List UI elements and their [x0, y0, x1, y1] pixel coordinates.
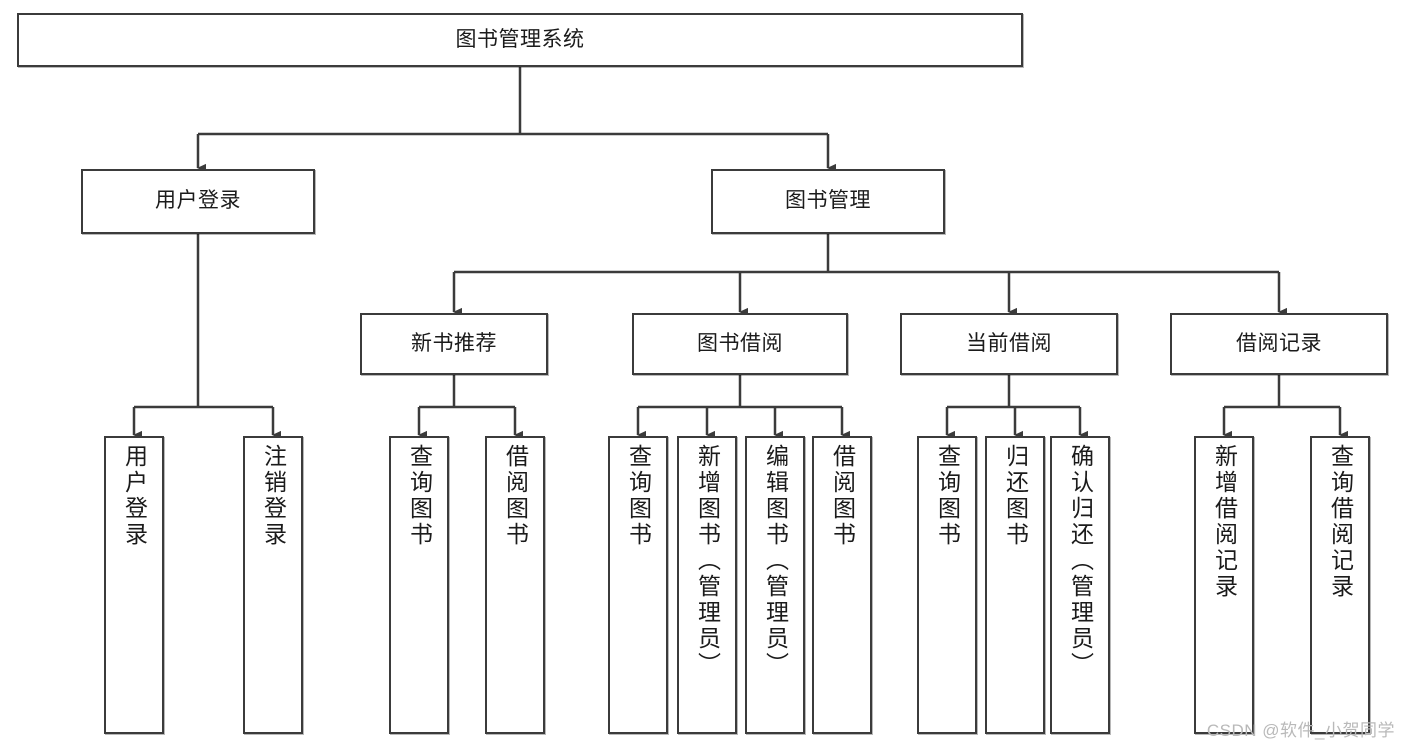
- node-label-leaf-br-query: 查询借阅记录: [1327, 444, 1354, 600]
- node-leaf-bb-query[interactable]: 查询图书: [608, 436, 668, 734]
- node-leaf-cb-confirm[interactable]: 确认归还（管理员）: [1050, 436, 1110, 734]
- watermark: CSDN @软件_小贺同学: [1206, 721, 1395, 740]
- node-leaf-rec-borrow[interactable]: 借阅图书: [485, 436, 545, 734]
- node-label-root: 图书管理系统: [455, 27, 585, 51]
- node-label-leaf-cb-query: 查询图书: [934, 444, 961, 548]
- node-leaf-br-add[interactable]: 新增借阅记录: [1194, 436, 1254, 734]
- node-current-borrow[interactable]: 当前借阅: [900, 313, 1118, 375]
- node-label-leaf-rec-borrow: 借阅图书: [502, 444, 529, 548]
- node-root[interactable]: 图书管理系统: [17, 13, 1023, 67]
- node-book-borrow[interactable]: 图书借阅: [632, 313, 848, 375]
- node-new-book-rec[interactable]: 新书推荐: [360, 313, 548, 375]
- node-leaf-cb-return[interactable]: 归还图书: [985, 436, 1045, 734]
- node-leaf-rec-query[interactable]: 查询图书: [389, 436, 449, 734]
- node-label-leaf-cb-confirm: 确认归还（管理员）: [1067, 444, 1094, 678]
- node-label-leaf-bb-edit: 编辑图书（管理员）: [762, 444, 789, 678]
- node-leaf-bb-edit[interactable]: 编辑图书（管理员）: [745, 436, 805, 734]
- node-label-user-login: 用户登录: [155, 189, 241, 213]
- node-label-leaf-rec-query: 查询图书: [406, 444, 433, 548]
- node-leaf-user-login[interactable]: 用户登录: [104, 436, 164, 734]
- node-label-leaf-user-login: 用户登录: [121, 444, 148, 548]
- node-label-leaf-cb-return: 归还图书: [1002, 444, 1029, 548]
- node-borrow-record[interactable]: 借阅记录: [1170, 313, 1388, 375]
- node-leaf-logout[interactable]: 注销登录: [243, 436, 303, 734]
- node-label-book-manage: 图书管理: [785, 189, 871, 213]
- node-leaf-bb-add[interactable]: 新增图书（管理员）: [677, 436, 737, 734]
- node-label-borrow-record: 借阅记录: [1236, 331, 1322, 355]
- node-user-login[interactable]: 用户登录: [81, 169, 315, 234]
- node-label-book-borrow: 图书借阅: [697, 331, 783, 355]
- node-label-leaf-bb-borrow: 借阅图书: [829, 444, 856, 548]
- node-label-current-borrow: 当前借阅: [966, 331, 1052, 355]
- node-leaf-cb-query[interactable]: 查询图书: [917, 436, 977, 734]
- node-book-manage[interactable]: 图书管理: [711, 169, 945, 234]
- node-label-leaf-br-add: 新增借阅记录: [1211, 444, 1238, 600]
- node-label-leaf-bb-add: 新增图书（管理员）: [694, 444, 721, 678]
- node-leaf-br-query[interactable]: 查询借阅记录: [1310, 436, 1370, 734]
- node-label-leaf-logout: 注销登录: [260, 444, 287, 548]
- node-label-leaf-bb-query: 查询图书: [625, 444, 652, 548]
- node-label-new-book-rec: 新书推荐: [411, 331, 497, 355]
- node-leaf-bb-borrow[interactable]: 借阅图书: [812, 436, 872, 734]
